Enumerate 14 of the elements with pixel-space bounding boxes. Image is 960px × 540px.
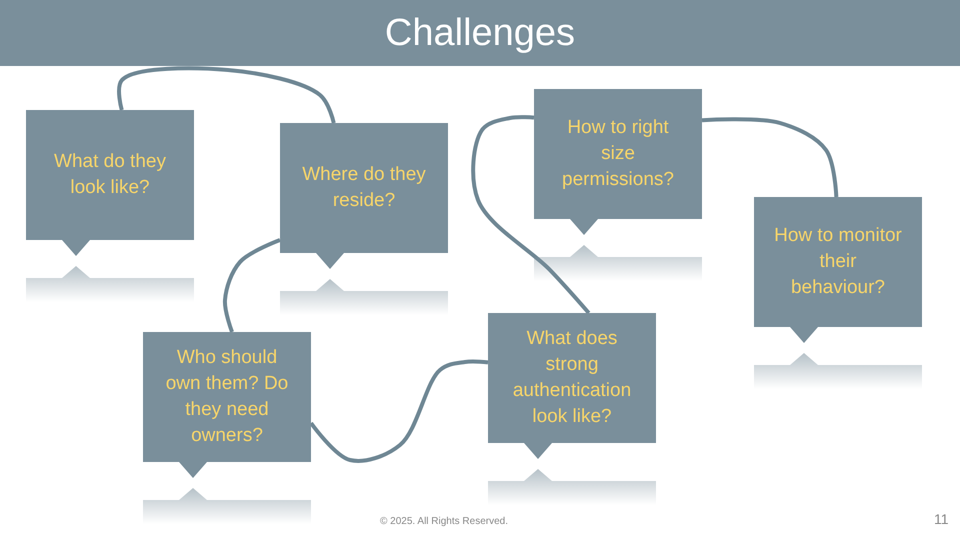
copyright-notice: © 2025. All Rights Reserved. bbox=[380, 516, 508, 527]
question-text: Who should own them? Do they need owners? bbox=[164, 346, 290, 448]
page-number: 11 bbox=[934, 511, 949, 527]
title: Challenges bbox=[384, 12, 576, 54]
question-text: What does strong authentication look like? bbox=[512, 327, 632, 429]
question-text: What do they look like? bbox=[53, 150, 167, 200]
connector-curve bbox=[222, 238, 281, 333]
connector-curve bbox=[702, 117, 838, 198]
question-text: Where do they reside? bbox=[301, 163, 427, 213]
question-text: How to monitor their behaviour? bbox=[773, 224, 903, 300]
question-text: How to right size permissions? bbox=[561, 116, 675, 192]
connector-curve bbox=[117, 66, 336, 124]
connector-curve bbox=[309, 360, 488, 463]
connector-curve bbox=[471, 115, 590, 314]
